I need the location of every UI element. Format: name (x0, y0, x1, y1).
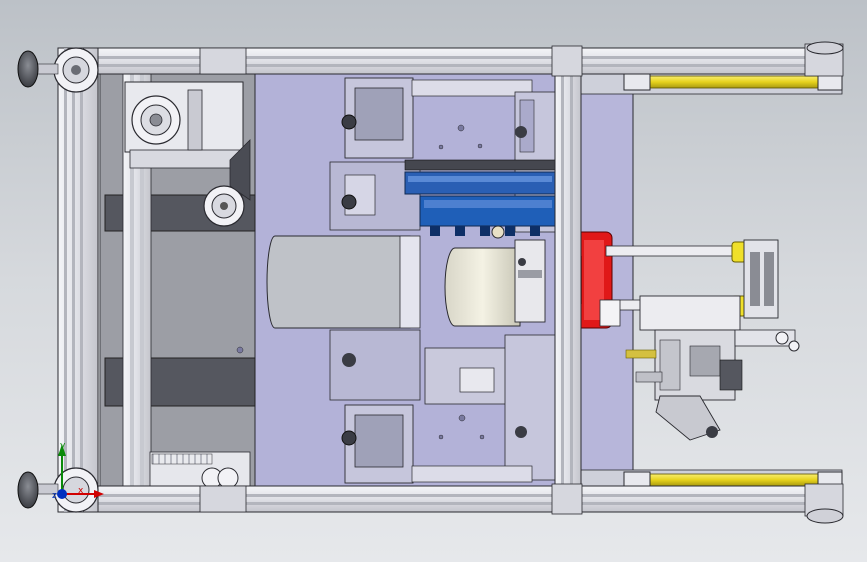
spool-cylinder (444, 225, 546, 327)
caster-wheel-top-left (53, 47, 99, 93)
outer-aluminum-frame (57, 47, 843, 513)
pneumatic-gripper (599, 295, 800, 441)
leveling-foot-top-left (17, 50, 59, 88)
caster-top-right (806, 41, 844, 55)
caster-bottom-right (806, 508, 844, 524)
bottom-gear-rack (149, 451, 251, 489)
lower-clamp-mechanism (329, 329, 556, 484)
triad-x-label: x (78, 486, 84, 496)
coordinate-triad-icon (57, 444, 104, 499)
top-pneumatic-cylinder (579, 71, 843, 95)
triad-z-label: z (52, 491, 57, 501)
gear-drive-assembly (124, 81, 251, 227)
triad-y-label: y (60, 441, 66, 451)
leveling-foot-bottom-left (17, 471, 59, 509)
blue-linear-module (404, 159, 557, 236)
caster-wheel-bottom-left (53, 467, 99, 513)
